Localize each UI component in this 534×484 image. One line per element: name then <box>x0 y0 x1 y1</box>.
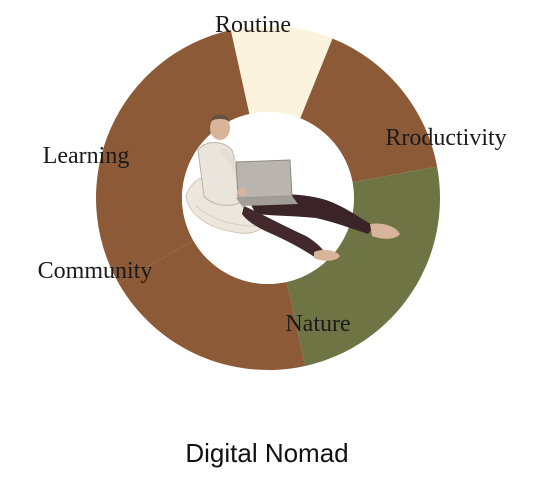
donut-segment-rroductivity <box>286 166 440 366</box>
segment-label-learning: Learning <box>43 143 130 169</box>
chart-caption: Digital Nomad <box>185 438 349 468</box>
person-with-laptop-illustration <box>185 114 400 261</box>
segment-label-rroductivity: Rroductivity <box>385 125 506 151</box>
segment-label-community: Community <box>38 258 153 284</box>
donut-segment-nature <box>118 240 306 370</box>
segment-label-routine: Routine <box>215 12 291 38</box>
donut-segment-routine <box>300 38 438 183</box>
segment-label-nature: Nature <box>285 311 350 337</box>
donut-segment-learning <box>230 25 333 119</box>
donut-segment-community <box>95 30 250 284</box>
